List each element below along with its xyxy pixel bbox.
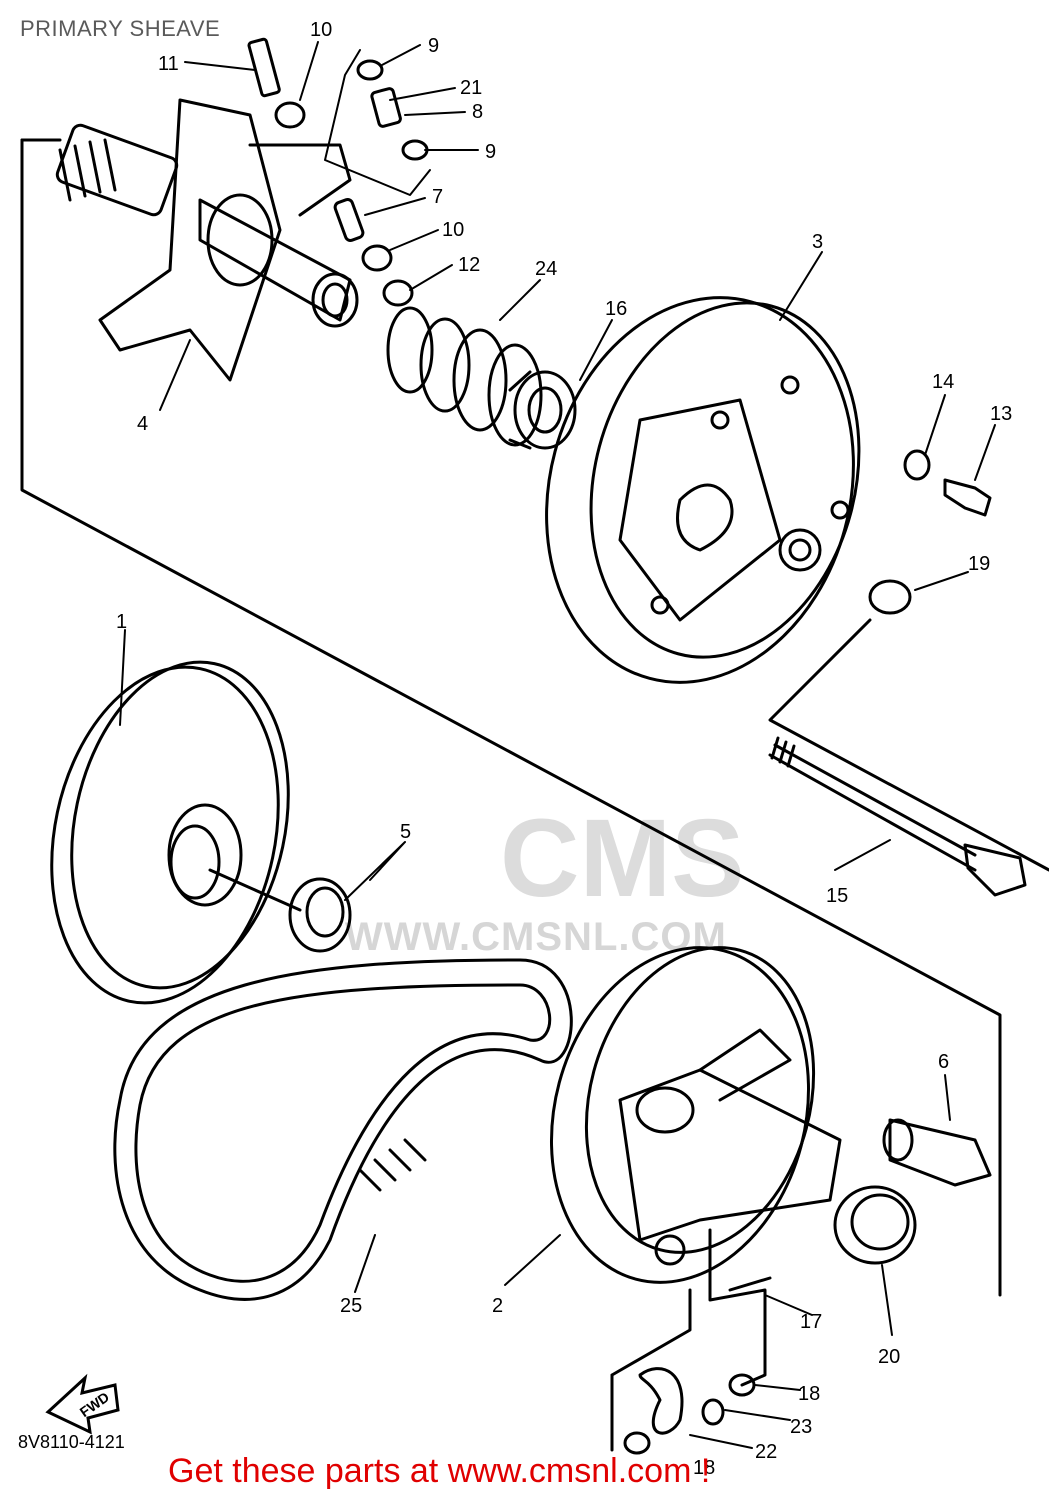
frame-line xyxy=(768,618,1049,872)
small-hardware xyxy=(247,37,992,615)
callout-label: 11 xyxy=(158,53,179,75)
diagram-part-number: 8V8110-4121 xyxy=(18,1432,125,1452)
callout-label: 1 xyxy=(116,611,127,633)
callout-label: 9 xyxy=(485,141,496,163)
callout-label: 15 xyxy=(826,885,848,907)
callout-label: 20 xyxy=(878,1346,900,1368)
part-20-ring xyxy=(833,1185,917,1265)
callout-label: 16 xyxy=(605,298,627,320)
part-1-sheave xyxy=(50,660,302,1005)
callout-label: 21 xyxy=(460,77,482,99)
callout-label: 22 xyxy=(755,1441,777,1463)
watermark-logo: CMS xyxy=(500,797,745,920)
callout-label: 18 xyxy=(798,1383,820,1405)
callout-label: 7 xyxy=(432,186,443,208)
callout-label: 9 xyxy=(428,35,439,57)
callout-label: 18 xyxy=(693,1457,715,1479)
page-title: PRIMARY SHEAVE xyxy=(20,16,221,41)
callout-label: 4 xyxy=(137,413,148,435)
part-5-bushing xyxy=(288,877,352,953)
frame-line xyxy=(20,138,1002,1297)
callout-label: 5 xyxy=(400,821,411,843)
callout-label: 19 xyxy=(968,553,990,575)
callout-label: 3 xyxy=(812,231,823,253)
small-parts-bottom xyxy=(610,1228,772,1455)
watermark-url: WWW.CMSNL.COM xyxy=(345,915,727,959)
promo-banner[interactable]: Get these parts at www.cmsnl.com ! xyxy=(168,1452,711,1490)
callout-label: 24 xyxy=(535,258,557,280)
part-15-bolt xyxy=(768,736,1027,897)
part-4-spider xyxy=(55,98,359,382)
callout-label: 10 xyxy=(310,19,332,41)
part-2-movable-sheave xyxy=(549,946,842,1284)
callout-label: 12 xyxy=(458,254,480,276)
part-24-spring xyxy=(386,306,543,447)
callout-label: 14 xyxy=(932,371,954,393)
part-3-cover xyxy=(545,296,861,684)
callout-numbers: 11 10 9 21 8 9 7 10 12 24 16 3 4 14 13 1… xyxy=(116,19,1012,1479)
part-25-belt xyxy=(113,958,573,1301)
callout-label: 8 xyxy=(472,101,483,123)
part-6-collar xyxy=(882,1118,992,1187)
callout-label: 23 xyxy=(790,1416,812,1438)
callout-label: 17 xyxy=(800,1311,822,1333)
leader-lines xyxy=(119,41,996,1449)
callout-label: 25 xyxy=(340,1295,362,1317)
bracket-line xyxy=(324,49,431,196)
callout-label: 13 xyxy=(990,403,1012,425)
callout-label: 10 xyxy=(442,219,464,241)
callout-label: 6 xyxy=(938,1051,949,1073)
part-16-bushing xyxy=(508,370,577,450)
fwd-arrow-icon: FWD xyxy=(45,1373,120,1435)
callout-label: 2 xyxy=(492,1295,503,1317)
